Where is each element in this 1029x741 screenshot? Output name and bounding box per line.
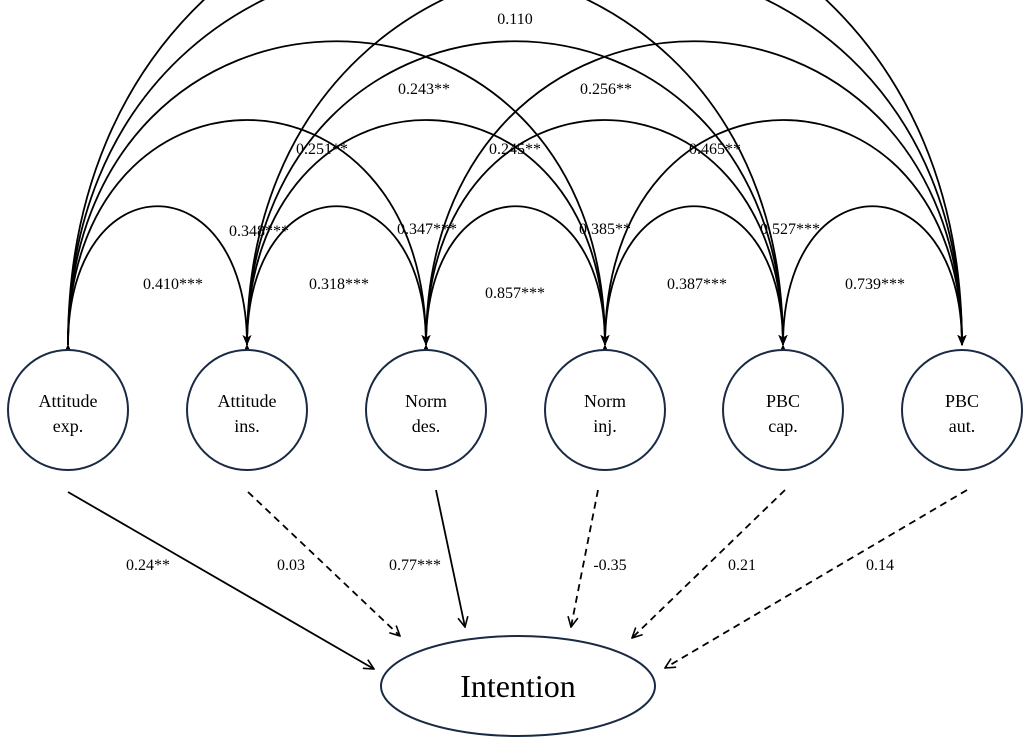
correlation-arc <box>242 205 431 356</box>
node-circle <box>901 349 1023 471</box>
regression-coefficient-label: -0.35 <box>593 557 626 574</box>
node-label: Norm <box>584 391 626 411</box>
correlation-arc <box>63 205 252 356</box>
correlation-label: 0.739*** <box>845 276 905 293</box>
correlation-arc <box>63 119 431 356</box>
correlation-arcs: 0.410*** 0.318*** 0.857*** 0.387*** 0.739***… <box>63 0 967 356</box>
regression-path-line <box>665 489 968 668</box>
correlation-label: 0.857*** <box>485 285 545 302</box>
correlation-label: 0.243** <box>398 81 450 98</box>
node-label: ins. <box>234 416 260 436</box>
node-pbc-aut: PBC aut. <box>901 349 1023 471</box>
correlation-arc <box>63 0 967 356</box>
node-label: des. <box>412 416 441 436</box>
node-norm-inj: Norm inj. <box>544 349 666 471</box>
regression-path-line <box>247 491 400 636</box>
correlation-arc <box>63 40 610 356</box>
regression-coefficient-label: 0.03 <box>277 557 305 574</box>
correlation-arc <box>600 119 967 356</box>
correlation-label: 0.251** <box>296 141 348 158</box>
node-label: PBC <box>766 391 800 411</box>
correlation-label: 0.256** <box>580 81 632 98</box>
correlation-label: 0.387*** <box>667 276 727 293</box>
regression-coefficient-label: 0.77*** <box>389 557 441 574</box>
intention-ellipse <box>380 635 656 737</box>
correlation-arc <box>421 205 610 356</box>
node-att-exp: Attitude exp. <box>7 349 129 471</box>
intention-label: Intention <box>460 668 576 704</box>
correlation-arc <box>242 0 967 356</box>
regression-coefficient-label: 0.24** <box>126 557 170 574</box>
correlation-label: 0.465** <box>689 141 741 158</box>
correlation-label: 0.245** <box>489 141 541 158</box>
node-circle <box>186 349 308 471</box>
node-circle <box>365 349 487 471</box>
node-label: PBC <box>945 391 979 411</box>
correlation-arc <box>778 205 967 356</box>
correlation-label: 0.318*** <box>309 276 369 293</box>
correlation-arc <box>242 119 610 356</box>
correlation-label: 0.348*** <box>229 223 289 240</box>
correlation-arc <box>421 40 967 356</box>
predictor-nodes: Attitude exp. Attitude ins. Norm des. Norm inj.… <box>7 349 1023 471</box>
node-pbc-cap: PBC cap. <box>722 349 844 471</box>
node-circle <box>7 349 129 471</box>
node-label: inj. <box>593 416 617 436</box>
node-label: aut. <box>949 416 976 436</box>
correlation-arc <box>63 0 788 356</box>
node-att-ins: Attitude ins. <box>186 349 308 471</box>
node-circle <box>544 349 666 471</box>
regression-path-line <box>632 489 786 638</box>
node-label: cap. <box>768 416 797 436</box>
node-circle <box>722 349 844 471</box>
node-label: Attitude <box>218 391 277 411</box>
regression-path-line <box>435 489 465 627</box>
regression-path-line <box>67 491 374 669</box>
regression-coefficient-label: 0.14 <box>866 557 894 574</box>
node-label: exp. <box>53 416 84 436</box>
regression-coefficient-label: 0.21 <box>728 557 756 574</box>
correlation-label: 0.110 <box>497 11 532 28</box>
correlation-arc <box>421 119 788 356</box>
intention-node: Intention <box>380 635 656 737</box>
correlation-label: 0.527*** <box>760 221 820 238</box>
node-label: Attitude <box>39 391 98 411</box>
correlation-label: 0.385** <box>579 221 631 238</box>
correlation-label: 0.410*** <box>143 276 203 293</box>
correlation-arc <box>600 205 788 356</box>
correlation-arc <box>242 40 788 356</box>
node-norm-des: Norm des. <box>365 349 487 471</box>
node-label: Norm <box>405 391 447 411</box>
regression-paths: 0.24** 0.03 0.77*** -0.35 0.21 0.14 <box>67 489 968 669</box>
